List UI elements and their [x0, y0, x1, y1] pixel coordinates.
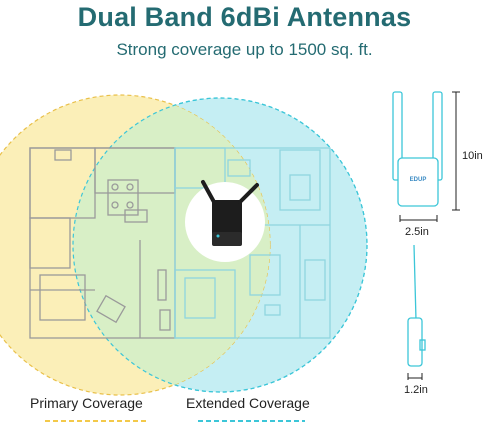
extended-coverage-label: Extended Coverage	[186, 395, 310, 411]
floor-plan-left	[29, 147, 176, 339]
depth-dimension-label: 1.2in	[404, 384, 428, 396]
range-extender-device	[185, 180, 265, 262]
device-side-view	[407, 244, 426, 367]
front-view-brand: EDUP	[410, 177, 427, 183]
page-title: Dual Band 6dBi Antennas	[77, 2, 412, 32]
primary-coverage-label: Primary Coverage	[30, 395, 143, 411]
floor-plan-right	[174, 147, 331, 339]
device-front-view	[392, 91, 443, 207]
height-dimension-label: 10in	[462, 150, 483, 162]
page-subtitle: Strong coverage up to 1500 sq. ft.	[116, 40, 373, 59]
width-dimension-label: 2.5in	[405, 226, 429, 238]
